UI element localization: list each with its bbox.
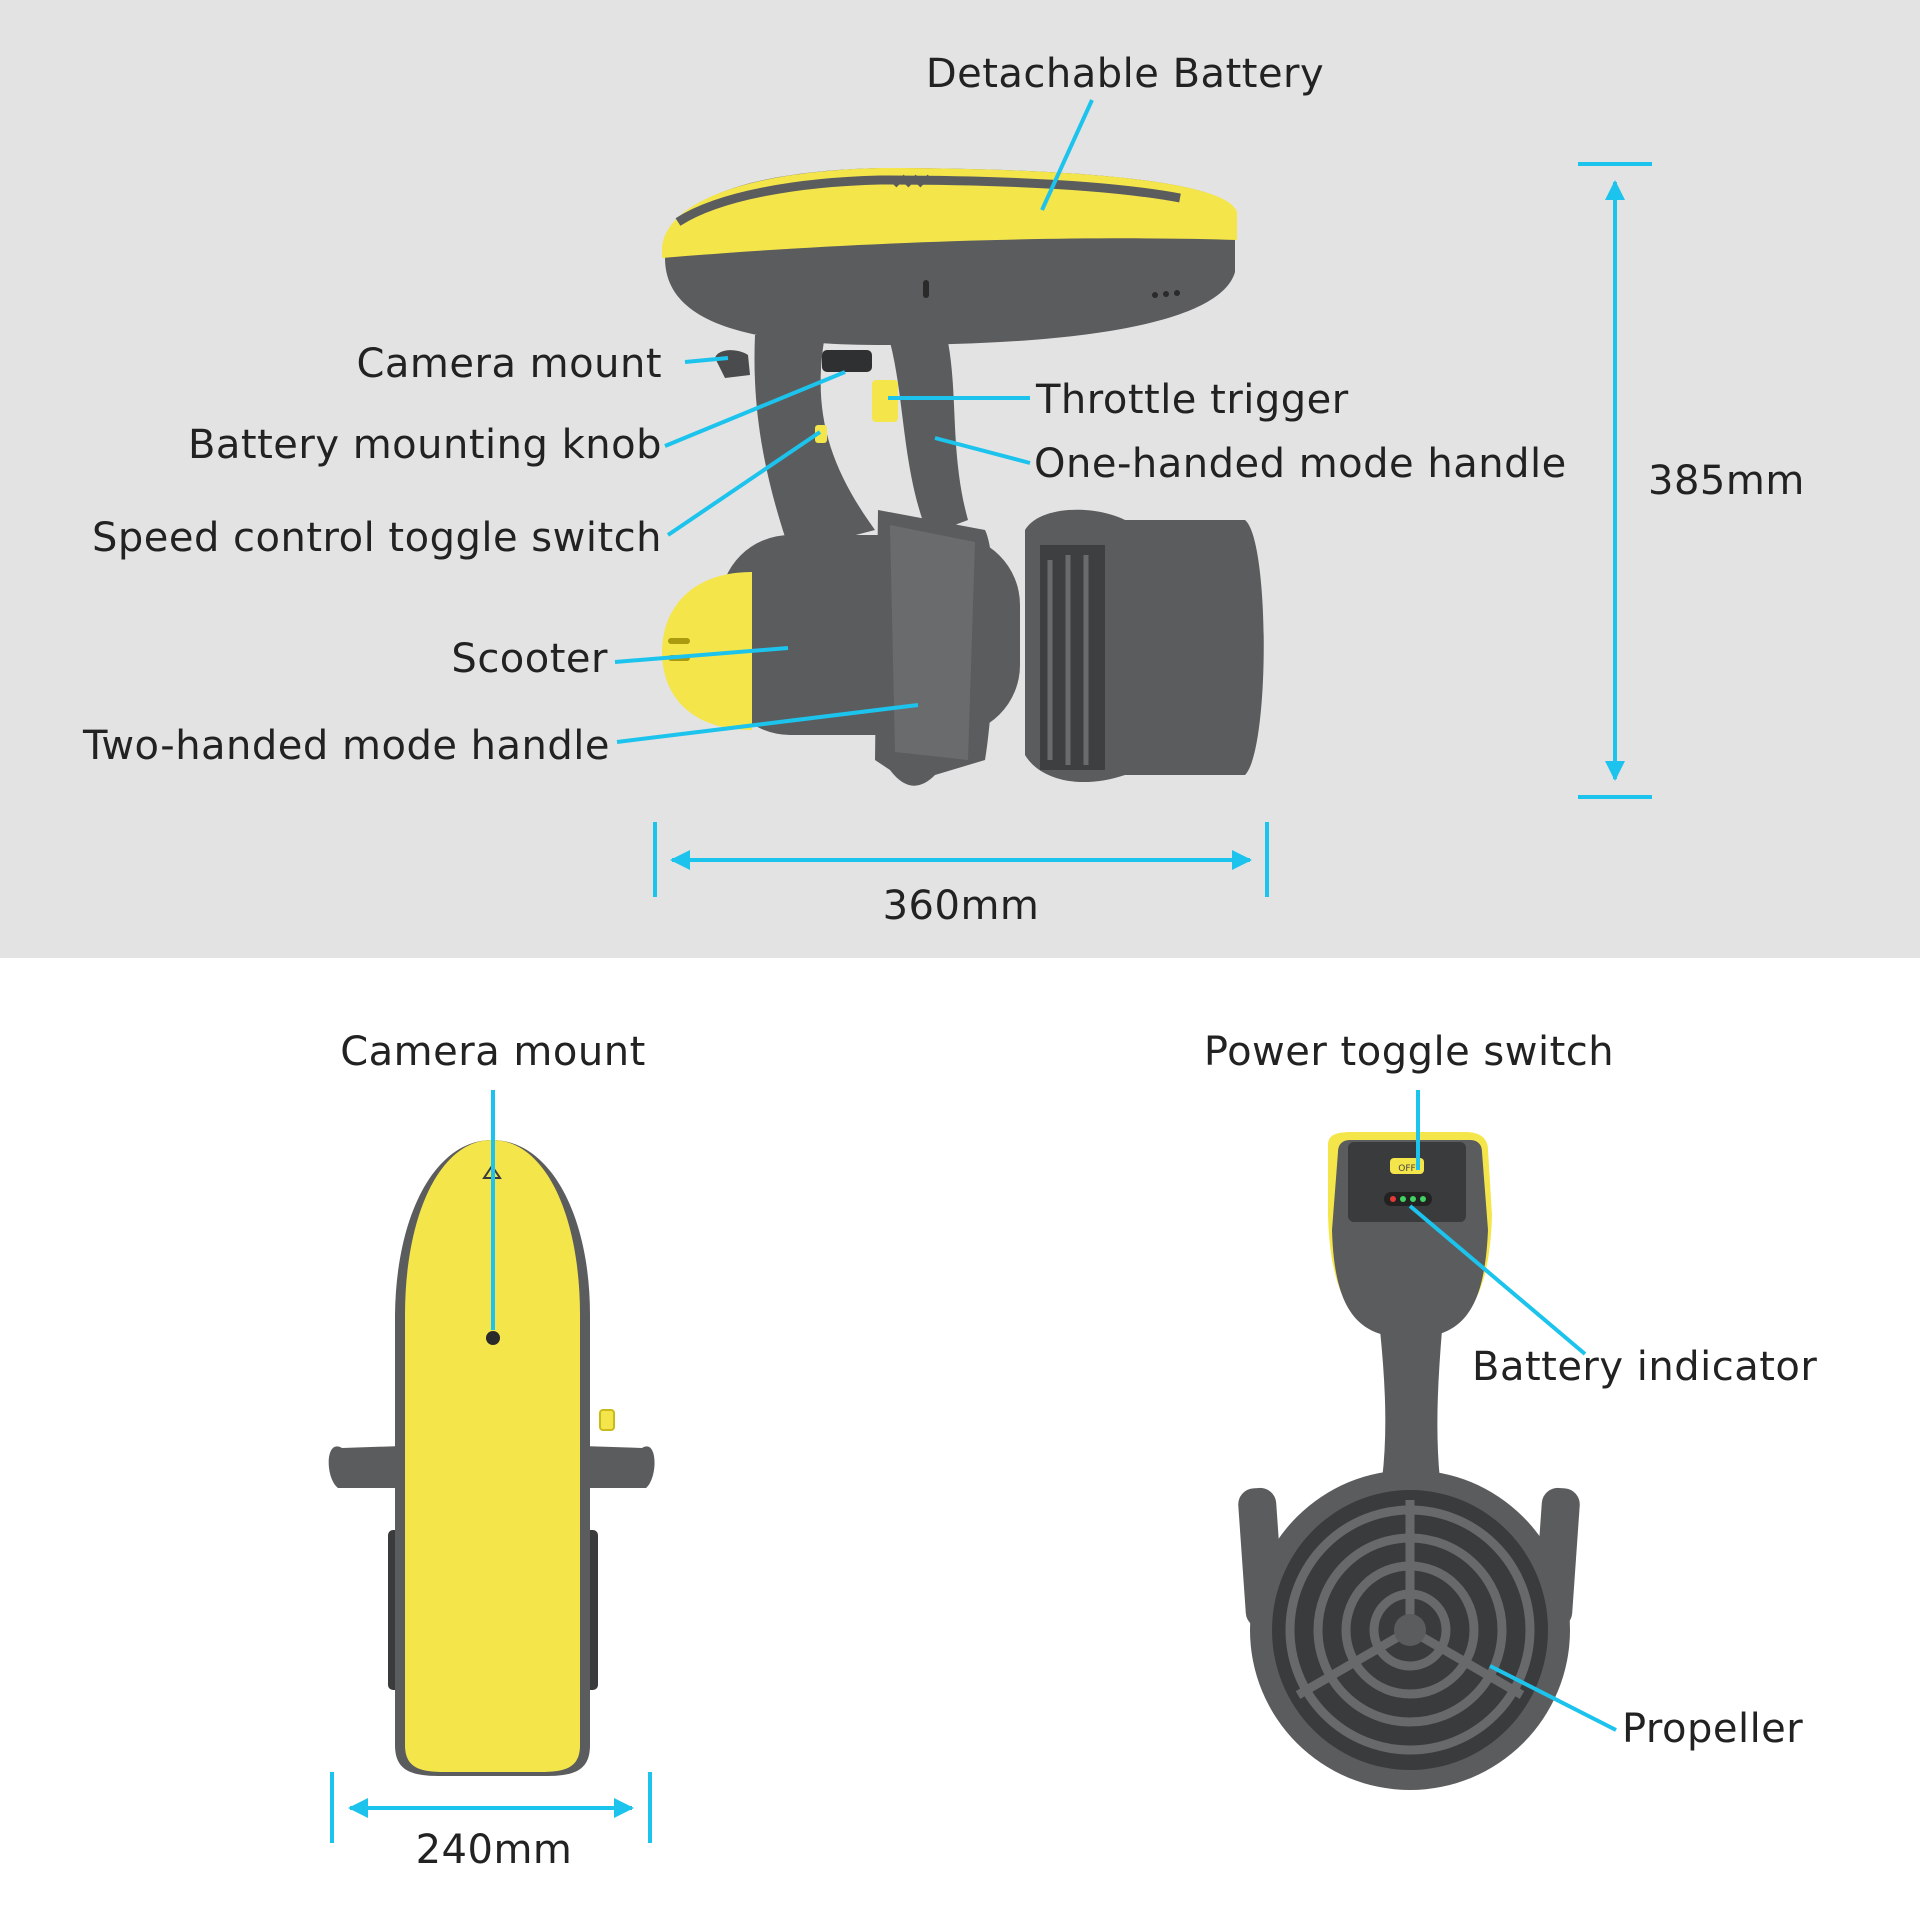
leader-two-handed-mode-handle — [616, 703, 919, 744]
leader-battery-indicator — [1408, 1204, 1587, 1356]
leader-detachable-battery — [1040, 99, 1094, 211]
leader-camera-mount — [684, 356, 729, 364]
rear-view-leader-lines — [1408, 1090, 1617, 1732]
detachable-battery — [662, 168, 1237, 345]
label-detachable-battery: Detachable Battery — [925, 51, 1325, 97]
top-view-scooter — [328, 1140, 655, 1776]
side-view-dimensions — [653, 162, 1652, 897]
battery-led-4 — [1420, 1196, 1426, 1202]
rear-view-stem — [1380, 1330, 1442, 1480]
label-throttle-trigger: Throttle trigger — [1036, 377, 1349, 423]
top-view-handle-left — [328, 1446, 402, 1488]
battery-led-3 — [1410, 1196, 1416, 1202]
label-top-camera-mount: Camera mount — [340, 1029, 646, 1075]
label-battery-indicator: Battery indicator — [1472, 1344, 1818, 1390]
top-view-lines — [330, 1090, 652, 1843]
leader-one-handed-mode-handle — [934, 436, 1031, 465]
label-width-240mm: 240mm — [415, 1827, 573, 1873]
label-one-handed-mode-handle: One-handed mode handle — [1034, 441, 1567, 487]
scooter-nose — [662, 572, 752, 730]
power-toggle-switch — [1390, 1158, 1424, 1174]
battery-mounting-knob — [822, 350, 872, 372]
top-view-shell — [405, 1140, 580, 1772]
camera-mount-nub — [715, 350, 750, 378]
battery-led-1 — [1390, 1196, 1396, 1202]
side-view-scooter — [662, 168, 1264, 786]
top-view-handle-right — [582, 1446, 655, 1488]
label-battery-mounting-knob: Battery mounting knob — [187, 422, 662, 468]
rear-view-scooter: OFF — [1238, 1132, 1580, 1790]
label-two-handed-mode-handle: Two-handed mode handle — [83, 723, 610, 769]
label-power-toggle-switch: Power toggle switch — [1203, 1029, 1615, 1075]
throttle-trigger — [872, 380, 898, 422]
label-propeller: Propeller — [1622, 1706, 1804, 1752]
leader-propeller — [1489, 1664, 1617, 1732]
propeller-hub — [1394, 1614, 1426, 1646]
power-switch-text: OFF — [1398, 1164, 1415, 1174]
side-propeller-duct — [1025, 509, 1264, 783]
label-length-360mm: 360mm — [882, 883, 1040, 929]
leader-scooter — [614, 646, 789, 664]
label-camera-mount: Camera mount — [356, 341, 662, 387]
one-handed-mode-handle — [890, 342, 968, 535]
battery-indicator — [1384, 1192, 1432, 1206]
side-view-leader-lines — [614, 99, 1094, 744]
label-speed-control-toggle-switch: Speed control toggle switch — [91, 515, 662, 561]
leader-battery-mounting-knob — [664, 370, 846, 448]
label-scooter: Scooter — [451, 636, 608, 682]
battery-led-2 — [1400, 1196, 1406, 1202]
front-grip — [754, 335, 875, 552]
label-height-385mm: 385mm — [1648, 458, 1805, 504]
speed-toggle — [815, 425, 827, 443]
top-view-camera-mount-hole — [486, 1331, 500, 1345]
rear-view-control-panel — [1348, 1142, 1466, 1222]
propeller-guard — [1285, 1500, 1535, 1755]
leader-speed-control-toggle — [666, 430, 822, 537]
